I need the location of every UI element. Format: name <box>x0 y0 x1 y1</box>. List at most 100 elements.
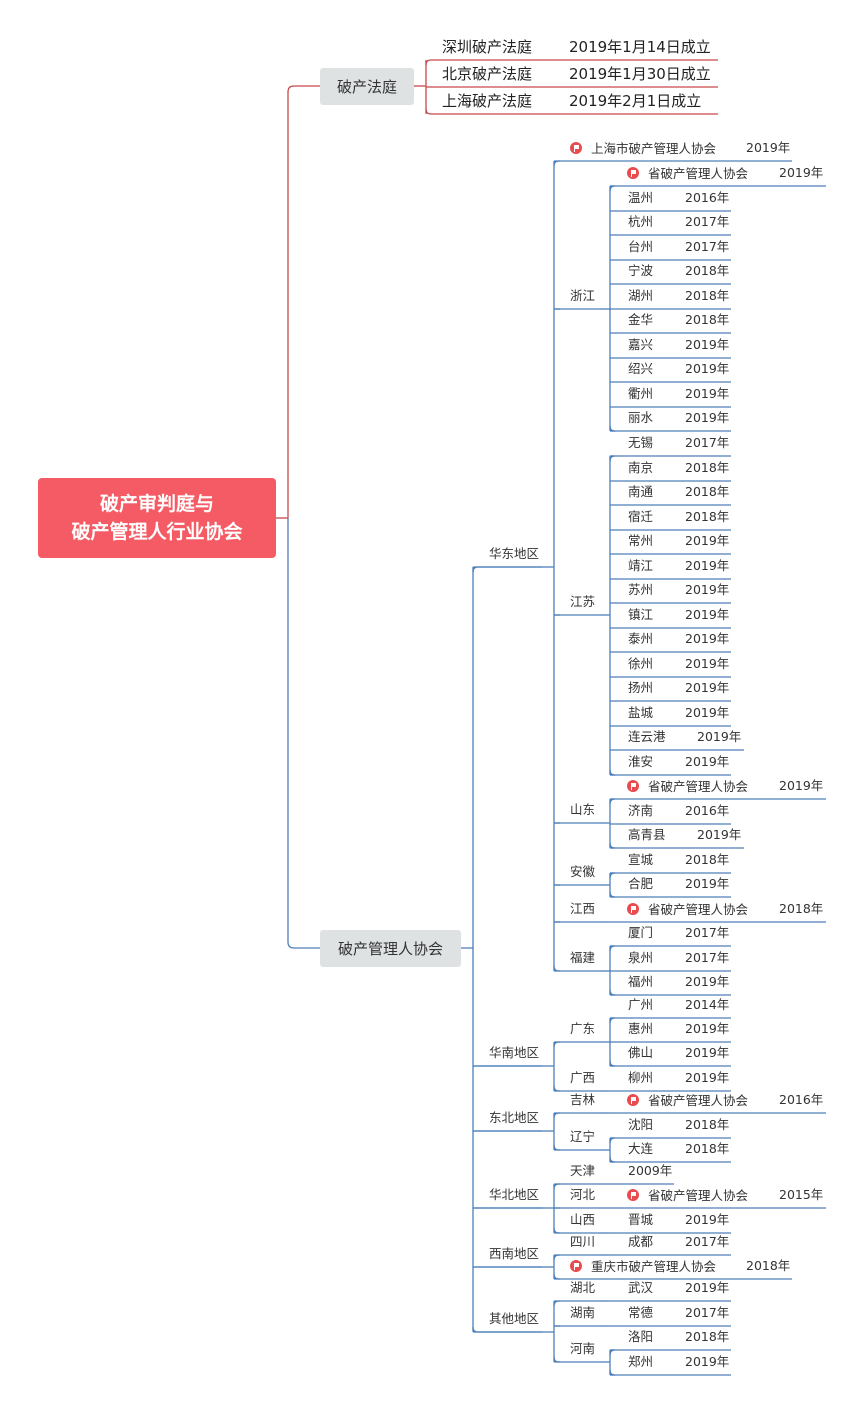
province-jilin[interactable]: 吉林 <box>570 1093 595 1107</box>
zhejiang-assoc[interactable]: 省破产管理人协会 <box>627 167 748 181</box>
fujian-city[interactable]: 泉州 <box>628 951 653 965</box>
liaoning-city-year[interactable]: 2018年 <box>685 1118 729 1132</box>
jiangsu-city-year[interactable]: 2017年 <box>685 436 729 450</box>
shanxi-city[interactable]: 晋城 <box>628 1213 653 1227</box>
shandong-assoc[interactable]: 省破产管理人协会 <box>627 780 748 794</box>
jiangsu-city[interactable]: 泰州 <box>628 632 653 646</box>
region-xinan[interactable]: 西南地区 <box>489 1247 539 1261</box>
hunan-city[interactable]: 常德 <box>628 1306 653 1320</box>
region-huabei[interactable]: 华北地区 <box>489 1188 539 1202</box>
jilin-assoc-year[interactable]: 2016年 <box>779 1093 823 1107</box>
guangdong-city-year[interactable]: 2014年 <box>685 998 729 1012</box>
zhejiang-city[interactable]: 丽水 <box>628 411 653 425</box>
zhejiang-city-year[interactable]: 2019年 <box>685 387 729 401</box>
guangxi-city[interactable]: 柳州 <box>628 1071 653 1085</box>
court-name[interactable]: 上海破产法庭 <box>442 94 532 109</box>
hunan-city-year[interactable]: 2017年 <box>685 1306 729 1320</box>
guangdong-city[interactable]: 广州 <box>628 998 653 1012</box>
jiangsu-city[interactable]: 常州 <box>628 534 653 548</box>
shanghai-assoc[interactable]: 上海市破产管理人协会 <box>570 142 716 156</box>
court-name[interactable]: 北京破产法庭 <box>442 67 532 82</box>
jiangsu-city-year[interactable]: 2019年 <box>685 632 729 646</box>
zhejiang-city[interactable]: 衢州 <box>628 387 653 401</box>
province-shandong[interactable]: 山东 <box>570 803 595 817</box>
guangdong-city-year[interactable]: 2019年 <box>685 1022 729 1036</box>
region-dongbei[interactable]: 东北地区 <box>489 1111 539 1125</box>
jiangsu-city[interactable]: 扬州 <box>628 681 653 695</box>
jiangsu-city-year[interactable]: 2019年 <box>685 608 729 622</box>
anhui-city[interactable]: 合肥 <box>628 877 653 891</box>
jiangsu-city-year[interactable]: 2019年 <box>685 559 729 573</box>
sichuan-city[interactable]: 成都 <box>628 1235 653 1249</box>
jiangsu-city-year[interactable]: 2019年 <box>685 657 729 671</box>
liaoning-city-year[interactable]: 2018年 <box>685 1142 729 1156</box>
court-name[interactable]: 深圳破产法庭 <box>442 40 532 55</box>
anhui-city-year[interactable]: 2019年 <box>685 877 729 891</box>
fujian-city-year[interactable]: 2019年 <box>685 975 729 989</box>
province-hubei[interactable]: 湖北 <box>570 1281 595 1295</box>
zhejiang-city-year[interactable]: 2016年 <box>685 191 729 205</box>
zhejiang-city[interactable]: 台州 <box>628 240 653 254</box>
jilin-assoc[interactable]: 省破产管理人协会 <box>627 1094 748 1108</box>
zhejiang-city-year[interactable]: 2019年 <box>685 411 729 425</box>
province-hebei[interactable]: 河北 <box>570 1188 595 1202</box>
jiangsu-city-year[interactable]: 2018年 <box>685 461 729 475</box>
province-guangxi[interactable]: 广西 <box>570 1071 595 1085</box>
shanxi-city-year[interactable]: 2019年 <box>685 1213 729 1227</box>
jiangsu-city[interactable]: 徐州 <box>628 657 653 671</box>
shanghai-assoc-year[interactable]: 2019年 <box>746 141 790 155</box>
region-huanan[interactable]: 华南地区 <box>489 1046 539 1060</box>
jiangsu-city[interactable]: 无锡 <box>628 436 653 450</box>
province-guangdong[interactable]: 广东 <box>570 1022 595 1036</box>
sichuan-city-year[interactable]: 2017年 <box>685 1235 729 1249</box>
liaoning-city[interactable]: 沈阳 <box>628 1118 653 1132</box>
province-sichuan[interactable]: 四川 <box>570 1235 595 1249</box>
henan-city[interactable]: 郑州 <box>628 1355 653 1369</box>
liaoning-city[interactable]: 大连 <box>628 1142 653 1156</box>
province-liaoning[interactable]: 辽宁 <box>570 1130 595 1144</box>
zhejiang-city-year[interactable]: 2017年 <box>685 215 729 229</box>
assoc-branch[interactable]: 破产管理人协会 <box>320 930 461 967</box>
province-hunan[interactable]: 湖南 <box>570 1306 595 1320</box>
jiangsu-city[interactable]: 淮安 <box>628 755 653 769</box>
zhejiang-assoc-year[interactable]: 2019年 <box>779 166 823 180</box>
shandong-city[interactable]: 济南 <box>628 804 653 818</box>
henan-city-year[interactable]: 2019年 <box>685 1355 729 1369</box>
zhejiang-city[interactable]: 金华 <box>628 313 653 327</box>
shandong-assoc-year[interactable]: 2019年 <box>779 779 823 793</box>
zhejiang-city-year[interactable]: 2019年 <box>685 362 729 376</box>
zhejiang-city[interactable]: 绍兴 <box>628 362 653 376</box>
shandong-city[interactable]: 高青县 <box>628 828 666 842</box>
jiangsu-city[interactable]: 盐城 <box>628 706 653 720</box>
hubei-city-year[interactable]: 2019年 <box>685 1281 729 1295</box>
zhejiang-city-year[interactable]: 2017年 <box>685 240 729 254</box>
province-jiangsu[interactable]: 江苏 <box>570 595 595 609</box>
guangdong-city[interactable]: 惠州 <box>628 1022 653 1036</box>
province-shanxi[interactable]: 山西 <box>570 1213 595 1227</box>
henan-city[interactable]: 洛阳 <box>628 1330 653 1344</box>
guangdong-city-year[interactable]: 2019年 <box>685 1046 729 1060</box>
jiangsu-city[interactable]: 靖江 <box>628 559 653 573</box>
jiangsu-city-year[interactable]: 2019年 <box>685 755 729 769</box>
hubei-city[interactable]: 武汉 <box>628 1281 653 1295</box>
fujian-city[interactable]: 福州 <box>628 975 653 989</box>
province-tianjin[interactable]: 天津 <box>570 1164 595 1178</box>
jiangsu-city-year[interactable]: 2018年 <box>685 485 729 499</box>
court-date[interactable]: 2019年1月14日成立 <box>569 40 711 55</box>
fujian-city-year[interactable]: 2017年 <box>685 926 729 940</box>
jiangsu-city-year[interactable]: 2019年 <box>697 730 741 744</box>
tianjin-year[interactable]: 2009年 <box>628 1164 672 1178</box>
zhejiang-city[interactable]: 杭州 <box>628 215 653 229</box>
shandong-city-year[interactable]: 2019年 <box>697 828 741 842</box>
root-topic[interactable]: 破产审判庭与 破产管理人行业协会 <box>38 478 276 558</box>
jiangsu-city-year[interactable]: 2019年 <box>685 534 729 548</box>
guangxi-city-year[interactable]: 2019年 <box>685 1071 729 1085</box>
fujian-city-year[interactable]: 2017年 <box>685 951 729 965</box>
jiangsu-city-year[interactable]: 2019年 <box>685 681 729 695</box>
anhui-city[interactable]: 宣城 <box>628 853 653 867</box>
region-huadong[interactable]: 华东地区 <box>489 547 539 561</box>
guangdong-city[interactable]: 佛山 <box>628 1046 653 1060</box>
henan-city-year[interactable]: 2018年 <box>685 1330 729 1344</box>
zhejiang-city[interactable]: 湖州 <box>628 289 653 303</box>
hebei-assoc[interactable]: 省破产管理人协会 <box>627 1189 748 1203</box>
